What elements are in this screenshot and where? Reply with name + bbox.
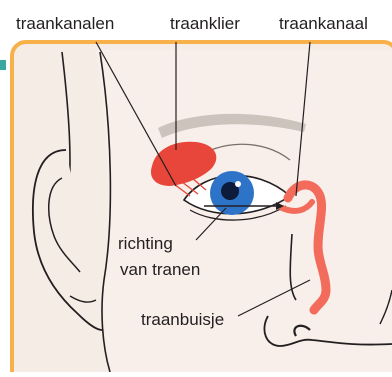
- label-direction-line1: richting: [118, 234, 173, 254]
- label-tear-tube: traanbuisje: [141, 310, 224, 330]
- label-tear-canal: traankanaal: [279, 14, 368, 34]
- label-tear-ducts: traankanalen: [16, 14, 114, 34]
- eye-highlight: [235, 181, 241, 187]
- margin-mark: [0, 60, 6, 70]
- label-tear-gland: traanklier: [170, 14, 240, 34]
- label-direction-line2: van tranen: [120, 260, 200, 280]
